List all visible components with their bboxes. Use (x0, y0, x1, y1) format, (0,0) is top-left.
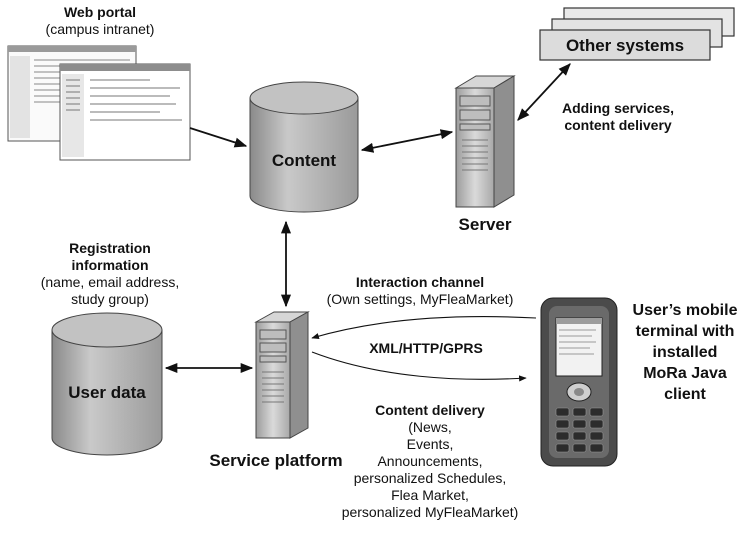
user-data-database (51, 312, 163, 456)
server-label: Server (458, 215, 512, 234)
registration-title-line-1: Registration (69, 240, 151, 256)
arrow-content-server (360, 129, 454, 153)
service-platform-tower (254, 311, 310, 439)
content-delivery-item: Announcements, (377, 453, 483, 469)
content-delivery-item: Events, (406, 436, 454, 452)
arrow-portal-to-content (189, 127, 248, 148)
mobile-terminal-line-5: client (664, 386, 706, 403)
connection-arrows (164, 63, 571, 382)
interaction-channel-detail: (Own settings, MyFleaMarket) (326, 291, 514, 307)
mobile-phone (540, 297, 618, 467)
mobile-terminal-label: User’s mobile terminal with installed Mo… (622, 300, 748, 405)
server-link-line-2: content delivery (564, 117, 672, 133)
mobile-terminal-line-2: terminal with (635, 323, 735, 340)
web-portal-subtitle: (campus intranet) (45, 21, 155, 37)
content-database (249, 81, 359, 213)
arrow-content-delivery (311, 351, 527, 382)
content-delivery-item: Flea Market, (391, 487, 469, 503)
protocol-label: XML/HTTP/GPRS (369, 340, 483, 356)
mobile-terminal-line-1: User’s mobile (632, 302, 738, 319)
web-portal-screens (7, 45, 191, 161)
registration-detail-line-2: study group) (71, 291, 149, 307)
server-tower (454, 75, 516, 208)
mobile-terminal-line-3: installed (652, 344, 718, 361)
mobile-terminal-line-4: MoRa Java (643, 365, 727, 382)
interaction-channel-label: Interaction channel (Own settings, MyFle… (300, 274, 540, 308)
server-link-line-1: Adding services, (561, 100, 675, 116)
content-delivery-item: personalized Schedules, (353, 470, 507, 486)
content-delivery-label: Content delivery (News, Events, Announce… (320, 402, 540, 521)
arrow-interaction-channel (311, 316, 537, 340)
server-link-label: Adding services, content delivery (548, 100, 688, 134)
registration-title-line-2: information (71, 257, 149, 273)
user-data-label: User data (68, 383, 146, 402)
other-systems-label: Other systems (565, 36, 685, 55)
content-delivery-item: personalized MyFleaMarket) (341, 504, 519, 520)
other-systems-stack (539, 7, 735, 61)
service-platform-label: Service platform (209, 451, 343, 470)
registration-detail-line-1: (name, email address, (40, 274, 180, 290)
registration-info: Registration information (name, email ad… (10, 240, 210, 308)
arrow-server-other-systems (517, 63, 571, 121)
content-delivery-item: (News, (408, 419, 452, 435)
content-label: Content (271, 151, 337, 170)
content-delivery-title: Content delivery (375, 402, 485, 418)
web-portal-label: Web portal (campus intranet) (20, 4, 180, 38)
web-portal-title: Web portal (63, 4, 137, 20)
interaction-channel-title: Interaction channel (355, 274, 485, 290)
